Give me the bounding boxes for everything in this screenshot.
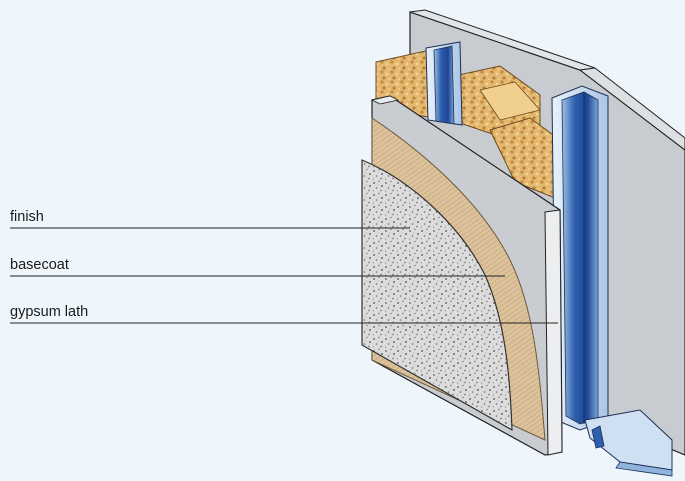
bottom-track (584, 409, 673, 477)
insulation-batts (375, 49, 561, 201)
steel-stud-front (551, 85, 609, 431)
label-finish: finish (10, 209, 44, 225)
label-gypsum-lath: gypsum lath (10, 304, 89, 320)
steel-stud-rear (425, 41, 463, 126)
label-basecoat: basecoat (10, 257, 69, 273)
